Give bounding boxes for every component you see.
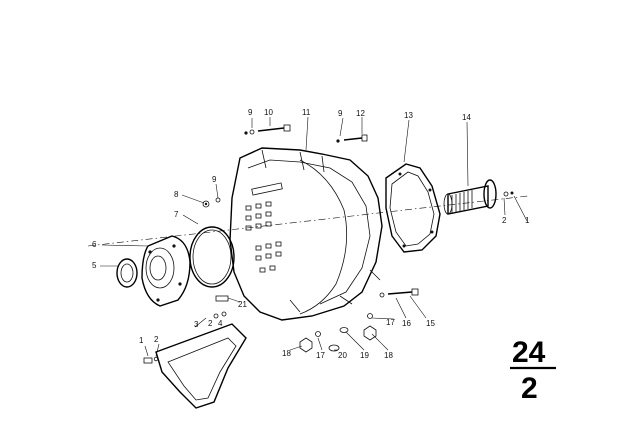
screw-1-2 [143, 356, 159, 364]
output-shaft [443, 179, 497, 215]
bolt-top-right [336, 134, 368, 143]
plug-8 [202, 200, 210, 208]
gasket [385, 163, 441, 253]
leader-lines [100, 116, 528, 357]
callout-17: 17 [386, 318, 395, 327]
callout-14: 14 [462, 113, 471, 122]
reference-number: 24 2 [510, 336, 556, 405]
callouts: 1 2 3 4 2 5 6 7 8 9 9 10 11 9 12 13 14 2… [92, 108, 530, 360]
callout-6: 6 [92, 240, 97, 249]
washer-9 [215, 197, 221, 203]
nut-18-left [299, 337, 313, 353]
callout-9: 9 [338, 109, 343, 118]
callout-2: 2 [502, 216, 507, 225]
callout-9: 9 [248, 108, 253, 117]
callout-11: 11 [302, 108, 311, 117]
callout-12: 12 [356, 109, 365, 118]
callout-3: 3 [194, 320, 199, 329]
screw-21 [215, 295, 229, 302]
reference-subgroup: 2 [521, 372, 538, 405]
bolt-top-left [244, 124, 291, 135]
screw-right [503, 191, 514, 197]
dust-cover-inner [167, 337, 237, 401]
callout-5: 5 [92, 261, 97, 270]
callout-9: 9 [212, 175, 217, 184]
washer-20 [328, 344, 340, 352]
screws-2-4 [213, 311, 227, 319]
callout-2: 2 [154, 335, 159, 344]
callout-17: 17 [316, 351, 325, 360]
callout-18: 18 [384, 351, 393, 360]
reference-group: 24 [512, 336, 546, 369]
o-ring [189, 226, 235, 288]
callout-4: 4 [218, 319, 223, 328]
callout-10: 10 [264, 108, 273, 117]
callout-8: 8 [174, 190, 179, 199]
nut-18-right [363, 325, 377, 341]
bolt-lower-right [379, 288, 419, 298]
callout-7: 7 [174, 210, 179, 219]
callout-1: 1 [525, 216, 530, 225]
callout-20: 20 [338, 351, 347, 360]
seal-ring [116, 258, 138, 288]
washer-17-right [367, 313, 373, 319]
transmission-housing [229, 147, 383, 321]
center-line [87, 195, 529, 247]
callout-15: 15 [426, 319, 435, 328]
callout-18: 18 [282, 349, 291, 358]
front-cover [141, 235, 191, 307]
dust-cover-plate [155, 323, 247, 409]
callout-16: 16 [402, 319, 411, 328]
callout-13: 13 [404, 111, 413, 120]
washer-19 [339, 327, 349, 333]
callout-2: 2 [208, 319, 213, 328]
callout-19: 19 [360, 351, 369, 360]
o-ring-inner [192, 229, 232, 285]
housing-ribs [245, 201, 282, 273]
washer-17-left [315, 331, 321, 337]
callout-1: 1 [139, 336, 144, 345]
callout-21: 21 [238, 300, 247, 309]
